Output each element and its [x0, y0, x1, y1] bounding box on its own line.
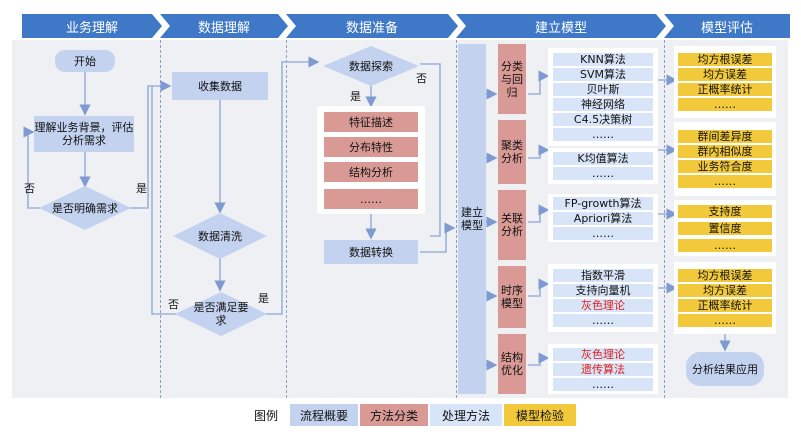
eval-item: …… [678, 238, 772, 252]
method-item: C4.5决策树 [553, 113, 653, 126]
legend-item-processing: 处理方法 [430, 404, 502, 426]
no-label: 否 [416, 72, 427, 85]
method-item: 灰色理论 [553, 347, 653, 361]
header-label: 数据准备 [345, 20, 398, 36]
method-list-timeseries: 指数平滑 支持向量机 灰色理论 …… [548, 264, 658, 332]
header-data-preparation: 数据准备 [286, 14, 458, 38]
legend-item-evaluation: 模型检验 [504, 404, 576, 426]
method-item: …… [553, 226, 653, 240]
method-item: 指数平滑 [553, 269, 653, 282]
understand-needs-box: 理解业务背景，评估分析需求 [34, 116, 134, 152]
prep-item: 分布特性 [324, 137, 418, 157]
yes-label: 是 [258, 292, 269, 305]
method-item: …… [553, 314, 653, 327]
method-list-classification: KNN算法 SVM算法 贝叶斯 神经网络 C4.5决策树 …… [548, 48, 658, 146]
group-classification: 分类与回归 [498, 44, 526, 114]
eval-item: 群间差异度 [678, 130, 772, 143]
method-item: …… [553, 377, 653, 391]
eval-item: 正概率统计 [678, 299, 772, 312]
method-item: KNN算法 [553, 53, 653, 66]
build-model-bar: 建立模型 [458, 44, 486, 394]
decision-needs-label: 是否明确需求 [52, 201, 118, 215]
transform-data-box: 数据转换 [324, 240, 418, 264]
group-optimization: 结构优化 [498, 334, 526, 394]
decision-requirements-label: 是否满足要求 [193, 301, 249, 327]
eval-item: 均方根误差 [678, 53, 772, 66]
method-item: SVM算法 [553, 68, 653, 81]
legend-item-flow: 流程概要 [290, 404, 358, 426]
header-chevron-shape [286, 14, 458, 38]
header-evaluation: 模型评估 [664, 14, 790, 38]
method-item: 遗传算法 [553, 362, 653, 376]
header-modeling: 建立模型 [456, 14, 666, 38]
result-application-node: 分析结果应用 [686, 352, 764, 386]
method-item: K均值算法 [553, 152, 653, 165]
method-list-clustering: K均值算法 …… [548, 148, 658, 184]
method-list-association: FP-growth算法 Apriori算法 …… [548, 194, 658, 242]
group-timeseries: 时序模型 [498, 266, 526, 328]
header-label: 业务理解 [65, 20, 118, 36]
lane-divider [664, 40, 665, 398]
prep-item: …… [324, 189, 418, 209]
lane-divider [286, 40, 287, 398]
explore-label: 数据探索 [349, 59, 393, 73]
eval-item: 均方误差 [678, 284, 772, 297]
eval-item: …… [678, 98, 772, 111]
lane-divider [456, 40, 457, 398]
method-item: 支持向量机 [553, 284, 653, 297]
prep-item: 结构分析 [324, 162, 418, 182]
header-label: 建立模型 [534, 20, 587, 36]
no-label: 否 [168, 298, 179, 311]
eval-item: …… [678, 314, 772, 327]
group-association: 关联分析 [498, 190, 526, 260]
header-chevron-shape [22, 14, 162, 38]
header-data-understanding: 数据理解 [160, 14, 288, 38]
method-item: Apriori算法 [553, 211, 653, 225]
yes-label: 是 [350, 90, 361, 103]
explore-diamond [323, 46, 419, 86]
header-chevron-shape [456, 14, 666, 38]
header-chevron-shape [160, 14, 288, 38]
eval-group-3: 支持度 置信度 …… [674, 200, 776, 256]
clean-label: 数据清洗 [198, 229, 242, 243]
lane-background [12, 40, 788, 398]
header-business: 业务理解 [22, 14, 162, 38]
header-label: 模型评估 [700, 20, 753, 36]
method-list-optimization: 灰色理论 遗传算法 …… [548, 344, 658, 394]
clean-diamond [173, 213, 267, 259]
eval-item: 正概率统计 [678, 83, 772, 96]
legend-title: 图例 [253, 408, 278, 423]
eval-item: 均方误差 [678, 68, 772, 81]
method-item: 灰色理论 [553, 299, 653, 312]
legend-item-method: 方法分类 [360, 404, 428, 426]
eval-group-1: 均方根误差 均方误差 正概率统计 …… [674, 46, 776, 118]
lane-divider [160, 40, 161, 398]
no-label: 否 [24, 182, 35, 195]
method-item: …… [553, 128, 653, 141]
eval-item: 支持度 [678, 204, 772, 218]
prep-item: 特征描述 [324, 112, 418, 132]
eval-item: 群内相似度 [678, 145, 772, 158]
eval-item: 置信度 [678, 221, 772, 235]
decision-diamond-needs [39, 186, 131, 230]
method-item: 神经网络 [553, 98, 653, 111]
group-clustering: 聚类分析 [498, 120, 526, 184]
header-chevron-shape [664, 14, 790, 38]
method-item: 贝叶斯 [553, 83, 653, 96]
eval-item: 均方根误差 [678, 269, 772, 282]
eval-group-4: 均方根误差 均方误差 正概率统计 …… [674, 262, 776, 334]
start-node: 开始 [55, 50, 115, 72]
method-item: FP-growth算法 [553, 196, 653, 210]
collect-data-box: 收集数据 [172, 72, 268, 100]
method-item: …… [553, 167, 653, 180]
eval-item: 业务符合度 [678, 160, 772, 173]
yes-label: 是 [136, 182, 147, 195]
decision-diamond-requirements [175, 292, 267, 336]
eval-item: …… [678, 175, 772, 188]
eval-group-2: 群间差异度 群内相似度 业务符合度 …… [674, 122, 776, 196]
header-label: 数据理解 [197, 20, 250, 36]
